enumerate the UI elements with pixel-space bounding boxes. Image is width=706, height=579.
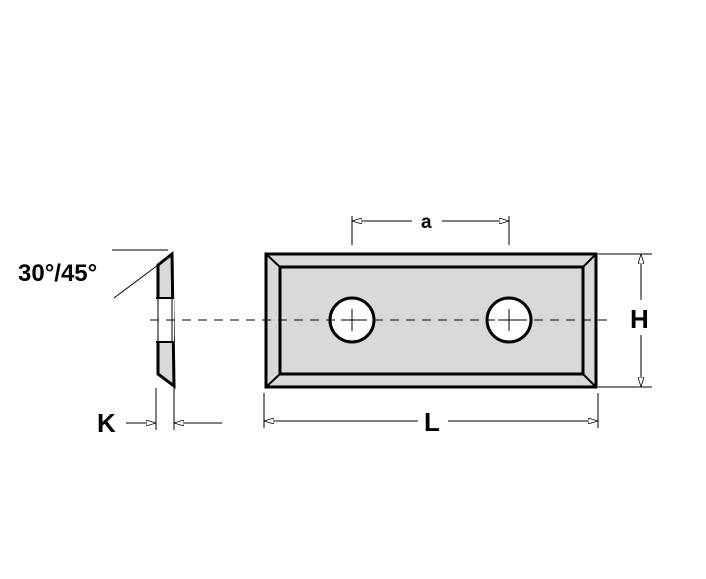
angle-leader (112, 249, 168, 299)
l-label: L (424, 407, 440, 437)
k-label: K (97, 408, 116, 438)
a-label: a (421, 212, 432, 233)
a-dimension (351, 216, 510, 245)
h-label: H (630, 304, 649, 334)
bevel-corner-bl (265, 373, 281, 388)
side-hole-section (156, 298, 174, 342)
bevel-corner-tl (265, 253, 281, 268)
angle-label: 30°/45° (18, 260, 97, 287)
h-dimension (598, 253, 652, 388)
bevel-corner-br (582, 373, 597, 388)
k-dimension (126, 388, 222, 430)
bevel-corner-tr (582, 253, 597, 268)
l-dimension (263, 393, 599, 428)
